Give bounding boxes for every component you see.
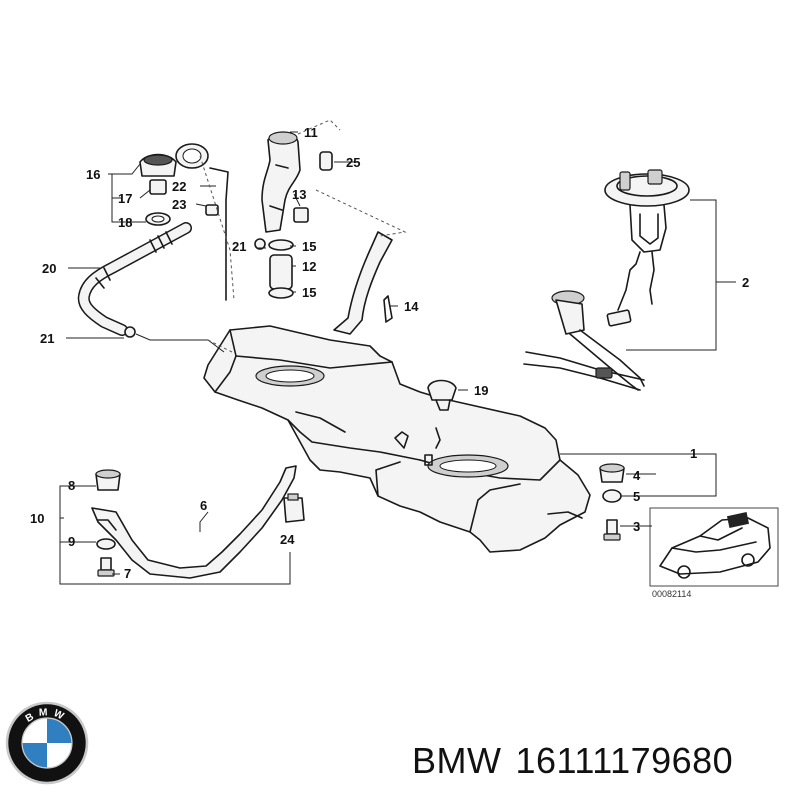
callout-1: 1: [690, 446, 697, 461]
callout-9: 9: [68, 534, 75, 549]
callout-15a: 15: [302, 239, 316, 254]
bolt-3: [603, 519, 621, 541]
filler-neck: [261, 131, 301, 233]
callout-20: 20: [42, 261, 56, 276]
callout-19: 19: [474, 383, 488, 398]
callout-8: 8: [68, 478, 75, 493]
callout-10: 10: [30, 511, 44, 526]
callout-11: 11: [304, 125, 318, 140]
logo-blue-quadrant: [22, 743, 47, 768]
callout-24: 24: [280, 532, 295, 547]
washer-5: [602, 489, 622, 503]
callout-7: 7: [124, 566, 131, 581]
callout-14: 14: [404, 299, 419, 314]
vehicle-locator-inset: [649, 507, 779, 587]
callout-3: 3: [633, 519, 640, 534]
bracket-24: [283, 493, 305, 523]
fuel-pump: [523, 169, 690, 391]
callout-22: 22: [172, 179, 186, 194]
callout-25: 25: [346, 155, 360, 170]
plug-19: [427, 379, 457, 411]
logo-blue-quadrant: [47, 718, 72, 743]
leader-lines: [59, 119, 736, 585]
seal-25: [319, 151, 333, 171]
callout-23: 23: [172, 197, 186, 212]
part-number: 16111179680: [515, 740, 734, 781]
mount-8: [95, 469, 121, 491]
breather-pipe: [333, 231, 393, 335]
mount-9: [96, 538, 116, 550]
filler-hose: [268, 239, 294, 299]
bolt-7: [97, 557, 115, 577]
callout-13: 13: [292, 187, 306, 202]
callout-12: 12: [302, 259, 316, 274]
callout-5: 5: [633, 489, 640, 504]
nut-13: [293, 207, 309, 223]
callout-21b: 21: [40, 331, 54, 346]
diagram-reference-code: 00082114: [652, 589, 691, 599]
clamp-21: [254, 238, 266, 250]
callout-16: 16: [86, 167, 100, 182]
mount-4: [599, 463, 625, 483]
callout-2: 2: [742, 275, 749, 290]
callout-18: 18: [118, 215, 132, 230]
fuel-tank: [203, 325, 591, 553]
callout-15b: 15: [302, 285, 316, 300]
part-caption: BMW 16111179680: [412, 740, 747, 782]
bmw-logo: BMW: [5, 701, 89, 785]
vent-hose: [77, 222, 192, 338]
brand-name: BMW: [412, 740, 502, 781]
callout-21a: 21: [232, 239, 246, 254]
cap-ring-22: [175, 143, 229, 301]
fuel-cap: [139, 153, 177, 226]
callout-labels: 1 2 3 4 5 6 7 8 9 10 11 12 13 14 15 15 1…: [30, 125, 749, 599]
callout-17: 17: [118, 191, 132, 206]
tank-strap: [91, 465, 297, 579]
callout-4: 4: [633, 468, 641, 483]
callout-6: 6: [200, 498, 207, 513]
